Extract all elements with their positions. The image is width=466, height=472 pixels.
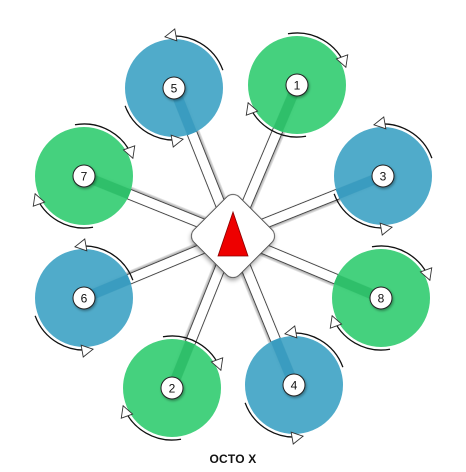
motor-badge-8 — [369, 286, 393, 310]
frame-body — [190, 193, 276, 279]
motor-badge-1 — [285, 73, 309, 97]
motor-4: 4 — [244, 325, 344, 445]
frame-type-label: OCTO X — [209, 452, 257, 466]
rotation-arrow-8-2 — [329, 314, 343, 329]
motor-3: 3 — [333, 116, 433, 236]
motor-1: 1 — [245, 32, 349, 138]
motor-8: 8 — [329, 245, 433, 351]
motor-number-8: 8 — [378, 292, 385, 306]
motor-2: 2 — [120, 335, 224, 441]
motor-number-2: 2 — [169, 382, 176, 396]
motor-number-4: 4 — [291, 379, 298, 393]
rotation-arrow-8-1 — [419, 267, 433, 282]
rotation-arrow-4-2 — [290, 431, 304, 445]
motor-number-7: 7 — [81, 170, 88, 184]
motor-6: 6 — [34, 238, 134, 358]
rotation-arrow-6-1 — [74, 238, 88, 252]
motor-badge-7 — [72, 164, 96, 188]
rotation-arrow-4-1 — [284, 325, 298, 339]
rotation-arrow-3-2 — [379, 222, 393, 236]
rotation-arrow-2-2 — [120, 404, 134, 419]
motor-number-1: 1 — [294, 79, 301, 93]
rotation-arrow-2-1 — [210, 357, 224, 372]
rotation-arrow-1-1 — [335, 54, 349, 69]
motor-number-5: 5 — [171, 82, 178, 96]
motor-5: 5 — [124, 28, 224, 148]
props-layer: 1 3 8 4 2 6 7 5 — [32, 28, 433, 445]
motor-badge-5 — [162, 76, 186, 100]
forward-direction-arrow — [217, 210, 249, 257]
rotation-arrow-6-2 — [80, 344, 94, 358]
motor-badge-6 — [72, 286, 96, 310]
rotation-arrow-5-2 — [170, 134, 184, 148]
rotation-arrow-7-1 — [122, 145, 136, 160]
motor-badge-4 — [282, 373, 306, 397]
motor-number-6: 6 — [81, 292, 88, 306]
motor-7: 7 — [32, 123, 136, 229]
motor-number-3: 3 — [380, 170, 387, 184]
rotation-arrow-1-2 — [245, 101, 259, 116]
rotation-arrow-7-2 — [32, 192, 46, 207]
rotation-arrow-5-1 — [164, 28, 178, 42]
motor-badge-3 — [371, 164, 395, 188]
motor-badge-2 — [160, 376, 184, 400]
rotation-arrow-3-1 — [373, 116, 387, 130]
